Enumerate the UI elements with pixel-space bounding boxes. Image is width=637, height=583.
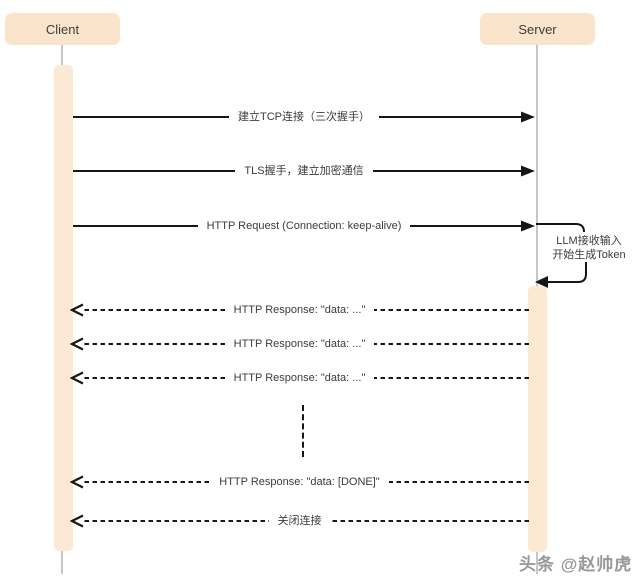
message-response-done-label: HTTP Response: "data: [DONE]" xyxy=(210,475,389,489)
client-actor-label: Client xyxy=(45,21,80,37)
message-response-2-label: HTTP Response: "data: ..." xyxy=(224,337,375,351)
message-response-done: HTTP Response: "data: [DONE]" xyxy=(70,475,529,489)
message-tcp: 建立TCP连接（三次握手） xyxy=(73,110,535,124)
self-note-line2: 开始生成Token xyxy=(552,249,626,261)
message-close-label: 关闭连接 xyxy=(268,514,331,528)
message-response-1: HTTP Response: "data: ..." xyxy=(70,303,529,317)
server-self-message-label: LLM接收输入 开始生成Token xyxy=(543,234,635,262)
message-response-3: HTTP Response: "data: ..." xyxy=(70,371,529,385)
server-actor-box: Server xyxy=(480,13,595,45)
server-actor-label: Server xyxy=(518,21,557,37)
server-self-message-arrow-icon xyxy=(535,223,587,288)
message-tls: TLS握手，建立加密通信 xyxy=(73,164,535,178)
message-http-request-label: HTTP Request (Connection: keep-alive) xyxy=(197,219,411,233)
message-response-2: HTTP Response: "data: ..." xyxy=(70,337,529,351)
watermark: 头条 @赵帅虎 xyxy=(519,555,633,574)
message-close: 关闭连接 xyxy=(70,514,529,528)
self-note-line1: LLM接收输入 xyxy=(556,235,622,247)
message-response-3-label: HTTP Response: "data: ..." xyxy=(224,371,375,385)
continuation-ellipsis-line xyxy=(302,405,304,457)
message-tls-label: TLS握手，建立加密通信 xyxy=(235,164,373,178)
client-actor-box: Client xyxy=(5,13,120,45)
message-response-1-label: HTTP Response: "data: ..." xyxy=(224,303,375,317)
message-tcp-label: 建立TCP连接（三次握手） xyxy=(229,110,379,124)
server-activation-bar xyxy=(528,286,547,552)
message-http-request: HTTP Request (Connection: keep-alive) xyxy=(73,219,535,233)
client-activation-bar xyxy=(54,65,73,551)
